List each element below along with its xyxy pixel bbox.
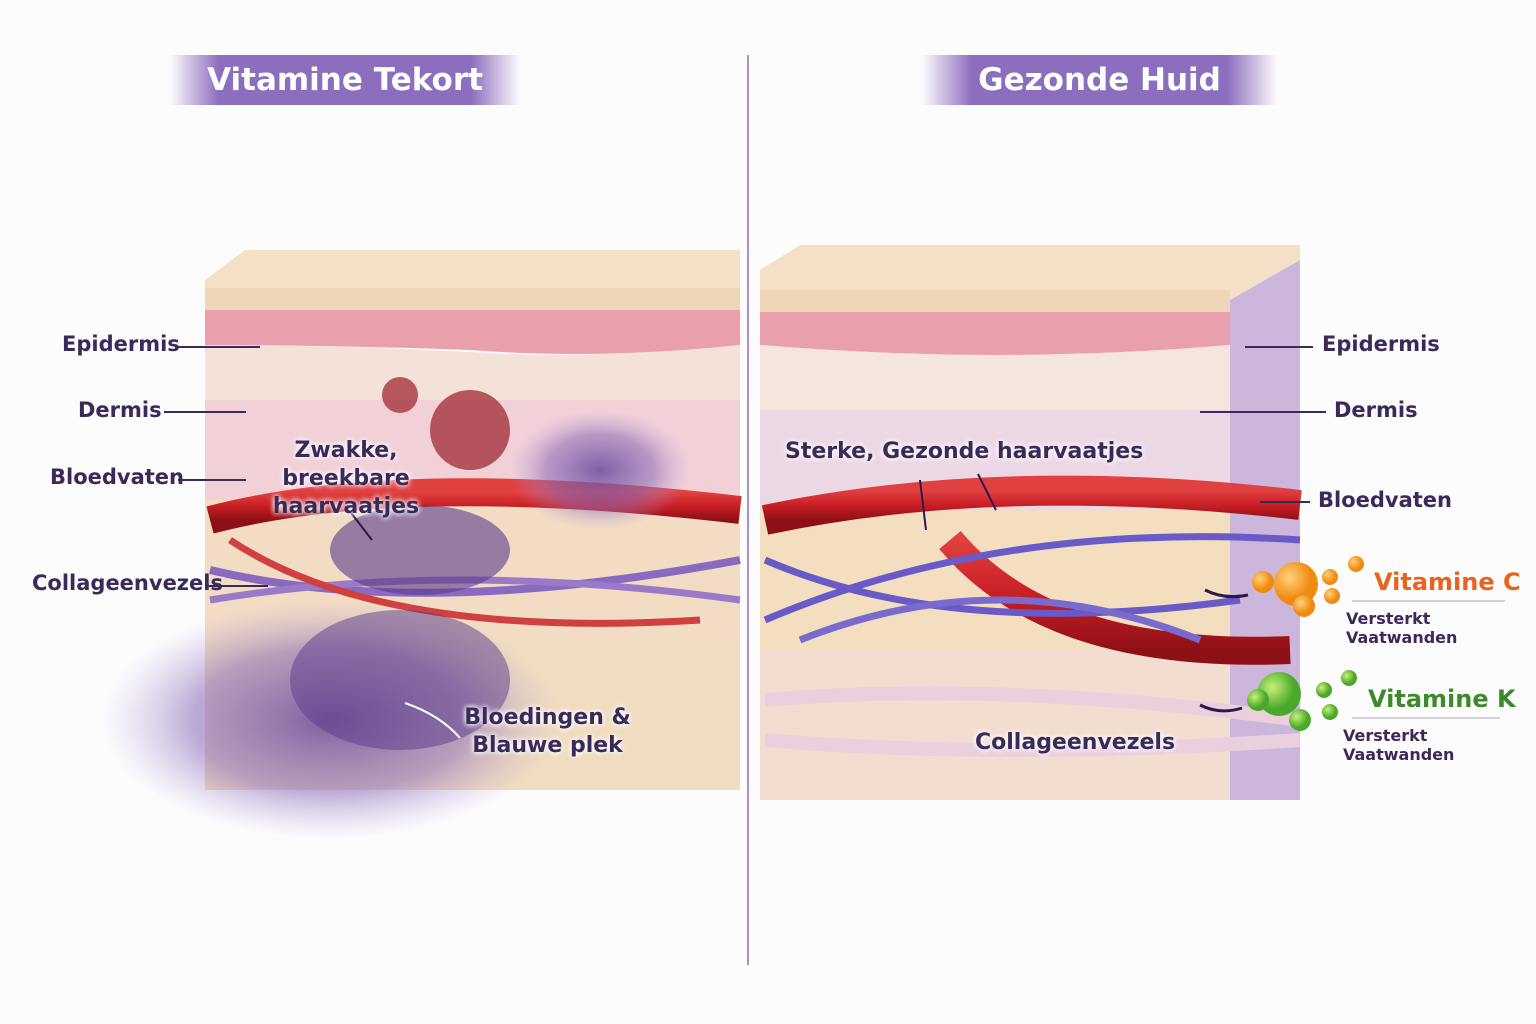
weak-capillaries-annotation: Zwakke, breekbare haarvaatjes	[235, 437, 457, 521]
bruise-line1: Bloedingen &	[464, 705, 631, 730]
vitamin-k-label: Vitamine K	[1368, 685, 1516, 713]
vitamin-k-molecule-icon	[1199, 670, 1357, 731]
bruise-annotation: Bloedingen & Blauwe plek	[460, 704, 635, 760]
right-bloedvaten-leader	[1260, 501, 1310, 503]
weak-capillaries-line2: haarvaatjes	[272, 494, 420, 519]
vitamin-k-effect: Versterkt Vaatwanden	[1343, 726, 1455, 764]
left-dermis-leader	[164, 411, 246, 413]
healthy-capillaries-annotation: Sterke, Gezonde haarvaatjes	[785, 439, 1144, 464]
left-collagen-leader	[206, 585, 268, 587]
right-epidermis-leader	[1245, 346, 1313, 348]
vitamin-c-molecule-icon	[1204, 556, 1364, 617]
panel-divider	[747, 55, 749, 965]
vitamin-c-label: Vitamine C	[1374, 568, 1521, 596]
left-title: Vitamine Tekort	[207, 62, 483, 98]
bruise-line2: Blauwe plek	[472, 733, 623, 758]
right-dermis-leader	[1200, 411, 1326, 413]
left-label-collagen: Collageenvezels	[32, 571, 223, 595]
left-epidermis-leader	[175, 346, 260, 348]
right-skin-block	[760, 245, 1302, 800]
weak-capillaries-line1: Zwakke, breekbare	[282, 438, 410, 491]
left-skin-block	[100, 250, 742, 840]
left-title-banner: Vitamine Tekort	[170, 55, 520, 105]
left-label-bloedvaten: Bloedvaten	[50, 465, 184, 489]
left-label-dermis: Dermis	[78, 398, 162, 422]
right-title-banner: Gezonde Huid	[922, 55, 1277, 105]
vitamin-c-effect: Versterkt Vaatwanden	[1346, 609, 1458, 647]
right-label-collagen: Collageenvezels	[975, 730, 1176, 755]
left-bloedvaten-leader	[178, 479, 246, 481]
right-title: Gezonde Huid	[978, 62, 1221, 98]
right-label-epidermis: Epidermis	[1322, 332, 1440, 356]
right-label-dermis: Dermis	[1334, 398, 1418, 422]
left-label-epidermis: Epidermis	[62, 332, 180, 356]
right-label-bloedvaten: Bloedvaten	[1318, 488, 1452, 512]
